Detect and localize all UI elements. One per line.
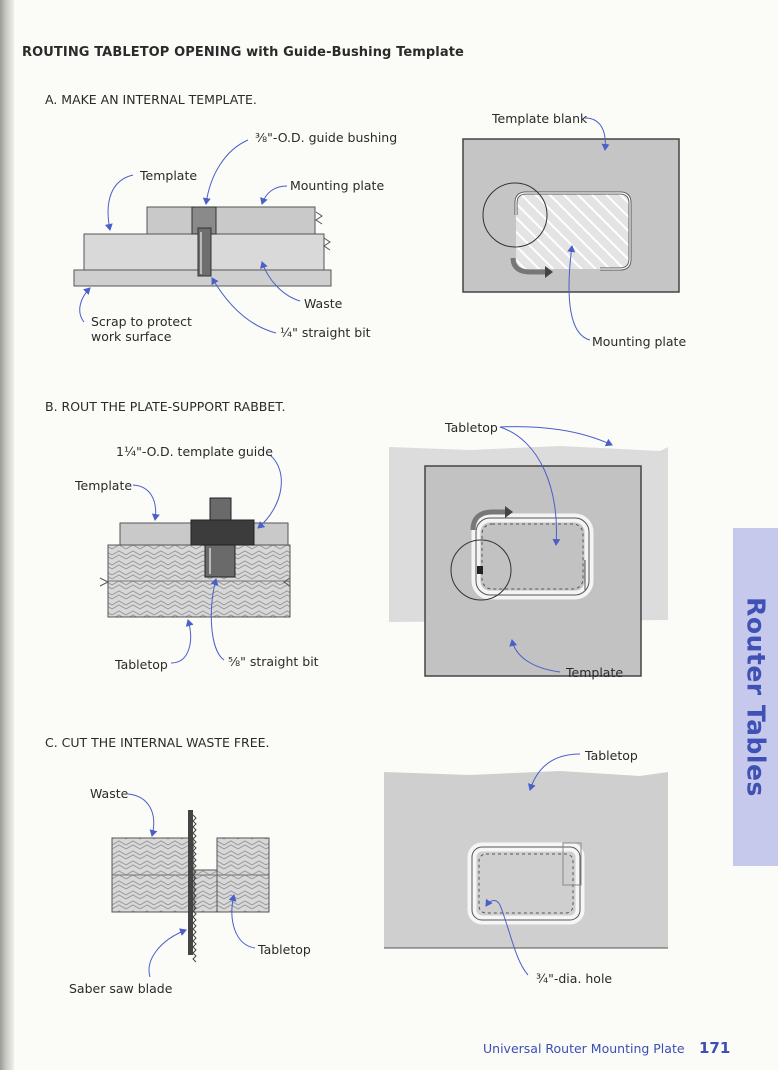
- template-guide-shape: [190, 519, 255, 546]
- fig-a-topview: [462, 117, 680, 341]
- label-tabletop-c: Tabletop: [258, 942, 311, 957]
- saw-blade-slot: [562, 842, 582, 886]
- router-collet: [209, 497, 232, 521]
- label-mounting-plate-a: Mounting plate: [290, 178, 385, 193]
- chapter-side-tab: Router Tables: [733, 528, 778, 866]
- label-template-blank: Template blank: [492, 111, 588, 126]
- label-tabletop-b: Tabletop: [115, 657, 168, 672]
- label-mounting-plate-right: Mounting plate: [592, 334, 687, 349]
- router-base-circle: [482, 182, 548, 248]
- page-number: 171: [699, 1039, 731, 1057]
- label-hole: ¾"-dia. hole: [536, 971, 613, 986]
- book-spine-shadow: [0, 0, 14, 1070]
- label-waste-c: Waste: [90, 786, 129, 801]
- router-base-circle: [450, 539, 512, 601]
- step-c-heading: C. CUT THE INTERNAL WASTE FREE.: [45, 735, 270, 750]
- saber-saw-blade-shape: [188, 810, 193, 955]
- fig-b-section: [99, 454, 291, 664]
- label-tabletop-b-right: Tabletop: [445, 420, 498, 435]
- side-tab-label: Router Tables: [741, 597, 770, 797]
- step-a-heading: A. MAKE AN INTERNAL TEMPLATE.: [45, 92, 257, 107]
- label-bit-b: ⅝" straight bit: [228, 654, 319, 669]
- fig-c-topview: [384, 753, 668, 976]
- label-bit-a: ¼" straight bit: [280, 325, 371, 340]
- page-title: ROUTING TABLETOP OPENING with Guide-Bush…: [22, 45, 464, 60]
- straight-bit-shape: [197, 227, 212, 277]
- step-b-heading: B. ROUT THE PLATE-SUPPORT RABBET.: [45, 399, 286, 414]
- label-saber-saw: Saber saw blade: [69, 981, 173, 996]
- template-piece: [146, 206, 316, 235]
- label-template-guide: 1¼"-O.D. template guide: [116, 444, 273, 459]
- mounting-plate-outline: [516, 193, 630, 269]
- label-template-a: Template: [140, 168, 198, 183]
- label-tabletop-c-right: Tabletop: [585, 748, 638, 763]
- label-scrap-line1: Scrap to protect: [91, 314, 192, 329]
- tabletop-panel: [384, 771, 668, 948]
- label-waste-a: Waste: [304, 296, 343, 311]
- label-scrap-line2: work surface: [91, 329, 172, 344]
- template-panel: [424, 465, 642, 677]
- fig-a-section: [73, 139, 332, 334]
- label-template-b: Template: [75, 478, 133, 493]
- label-guide-bushing: ⅜"-O.D. guide bushing: [255, 130, 398, 145]
- label-template-b-right: Template: [566, 665, 624, 680]
- running-footer: Universal Router Mounting Plate: [483, 1041, 685, 1056]
- fig-c-section: [111, 793, 270, 978]
- fig-b-topview: [389, 426, 668, 677]
